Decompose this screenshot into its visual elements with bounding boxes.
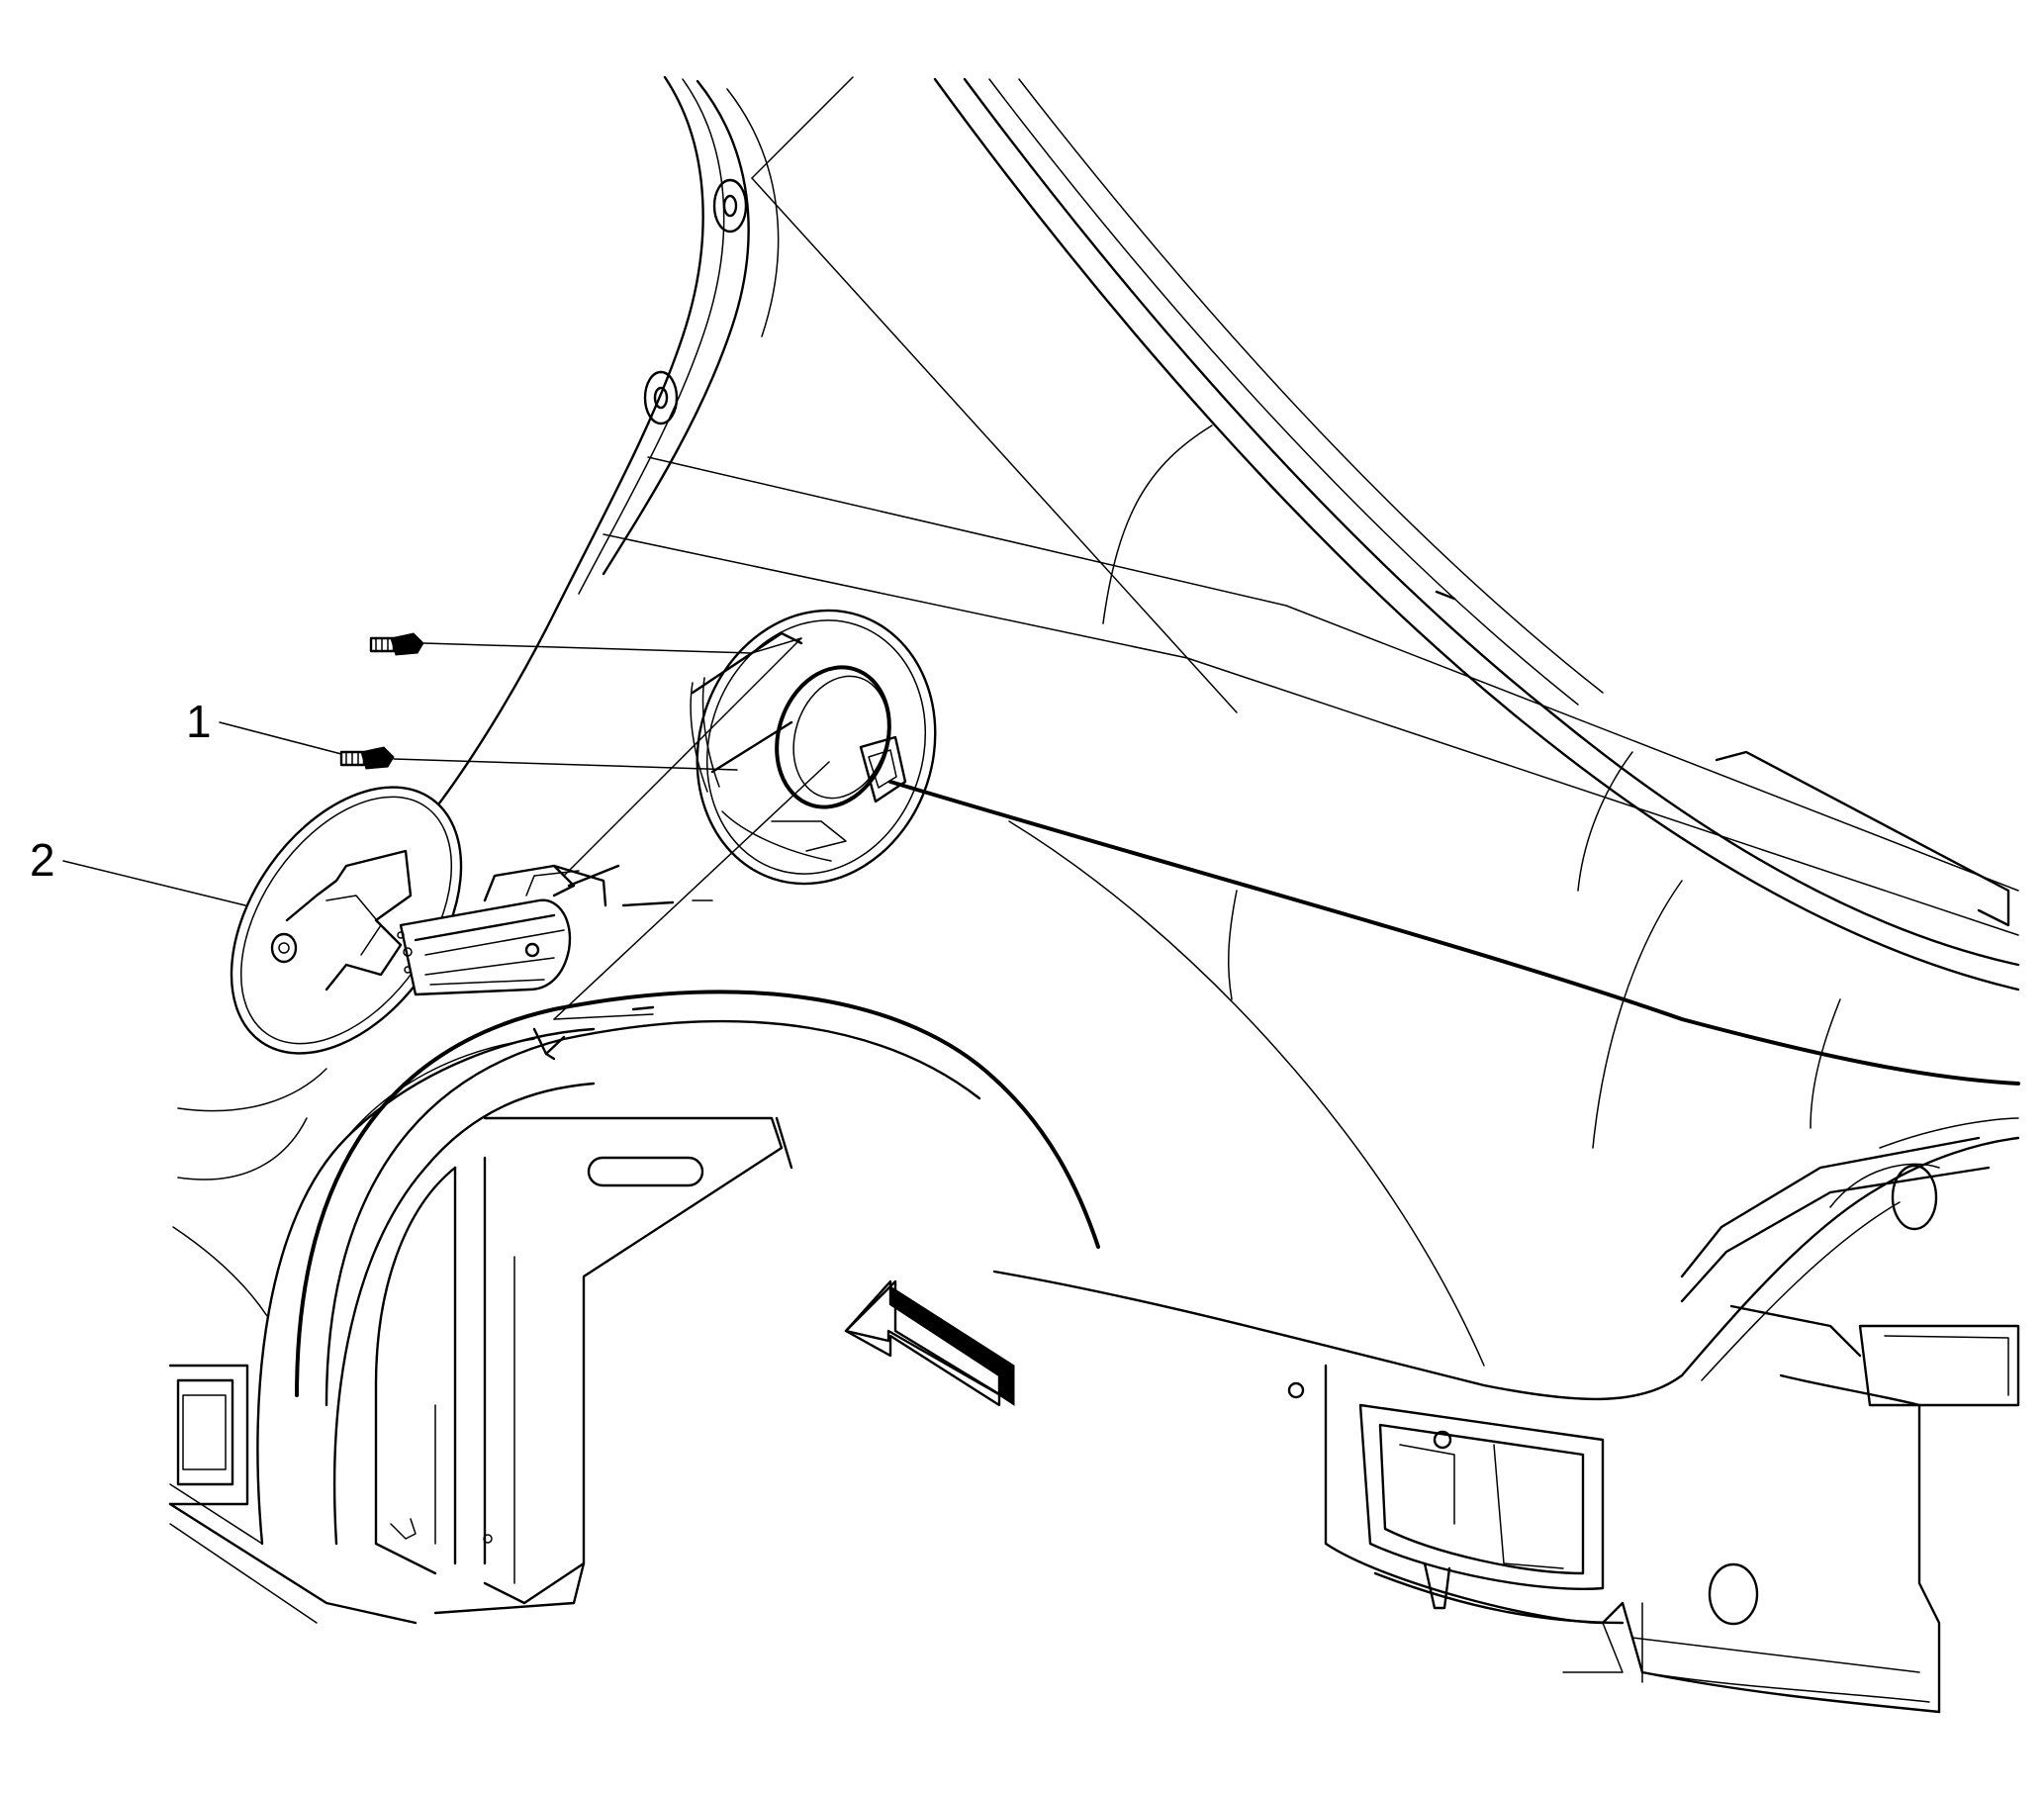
lower-left-structure	[168, 1364, 418, 1625]
callout-2: 2	[30, 834, 246, 906]
callout-number: 1	[186, 696, 212, 747]
callout-1: 1	[186, 696, 342, 755]
view-direction-arrow-icon	[844, 1279, 1015, 1407]
callout-number: 2	[30, 834, 55, 886]
fastener-bolt-upper	[369, 632, 424, 656]
quarter-panel	[423, 75, 2020, 1401]
rear-structure	[1287, 1117, 2020, 1714]
pillar-clips	[643, 178, 748, 425]
fastener-bolt-lower	[339, 746, 395, 770]
assembly-lines	[393, 637, 830, 1061]
fuel-filler-pocket	[690, 609, 937, 886]
fuel-door-assembly	[230, 786, 620, 1055]
wheel-opening	[172, 990, 1100, 1615]
